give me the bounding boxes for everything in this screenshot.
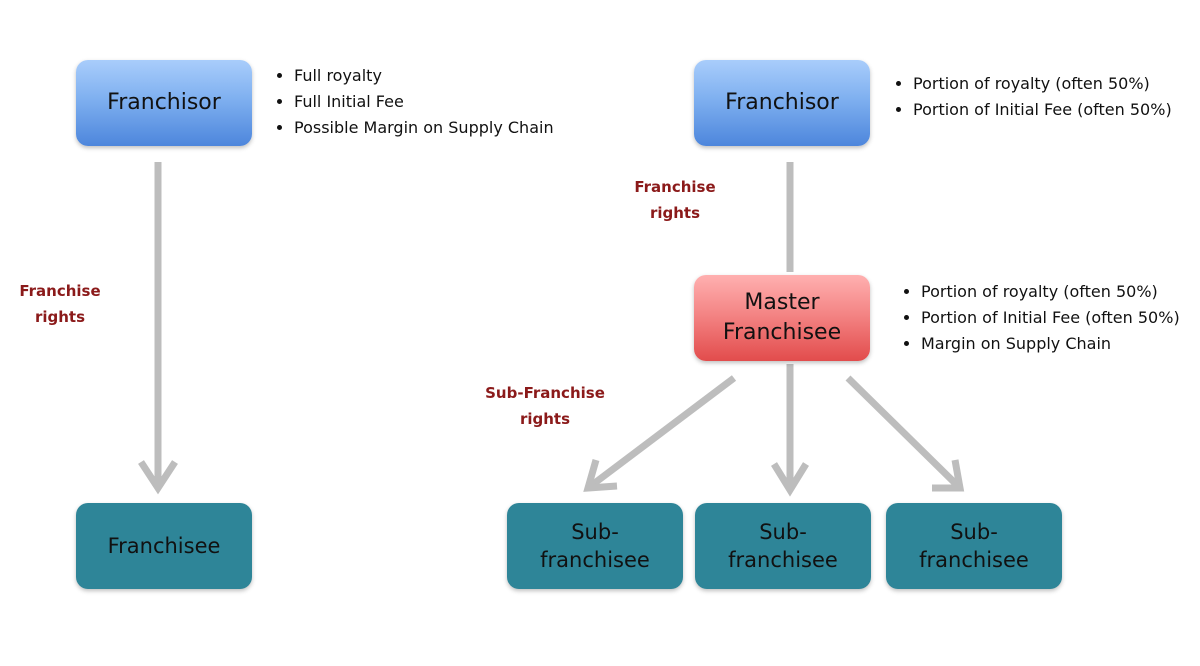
right-franchisor-bullets: Portion of royalty (often 50%) Portion o… bbox=[891, 71, 1172, 123]
left-franchisee-label: Franchisee bbox=[107, 533, 221, 558]
sub-franchisee-box-2: Sub- franchisee bbox=[695, 503, 871, 589]
bullet-item: Portion of royalty (often 50%) bbox=[913, 71, 1172, 97]
left-franchisor-box: Franchisor bbox=[76, 60, 252, 146]
right-franchisor-label: Franchisor bbox=[725, 90, 839, 116]
left-franchisor-bullets: Full royalty Full Initial Fee Possible M… bbox=[272, 63, 554, 141]
sub-franchisee-label: Sub- franchisee bbox=[540, 519, 650, 572]
bullet-item: Portion of Initial Fee (often 50%) bbox=[921, 305, 1180, 331]
bullet-item: Margin on Supply Chain bbox=[921, 331, 1180, 357]
left-franchisee-box: Franchisee bbox=[76, 503, 252, 589]
bullet-item: Possible Margin on Supply Chain bbox=[294, 115, 554, 141]
bullet-item: Full Initial Fee bbox=[294, 89, 554, 115]
left-franchisor-label: Franchisor bbox=[107, 90, 221, 116]
bullet-item: Full royalty bbox=[294, 63, 554, 89]
sub-franchisee-label: Sub- franchisee bbox=[728, 519, 838, 572]
sub-franchisee-box-3: Sub- franchisee bbox=[886, 503, 1062, 589]
right-franchisor-box: Franchisor bbox=[694, 60, 870, 146]
sub-arrow-center bbox=[771, 364, 809, 497]
bullet-item: Portion of Initial Fee (often 50%) bbox=[913, 97, 1172, 123]
left-franchise-arrow bbox=[138, 162, 178, 495]
master-franchisee-label: Master Franchisee bbox=[722, 290, 842, 345]
sub-franchisee-label: Sub- franchisee bbox=[919, 519, 1029, 572]
left-franchise-rights-label: Franchise rights bbox=[19, 282, 101, 326]
sub-arrow-right bbox=[845, 375, 965, 492]
sub-arrow-left bbox=[583, 375, 737, 492]
bullet-item: Portion of royalty (often 50%) bbox=[921, 279, 1180, 305]
master-franchisee-box: Master Franchisee bbox=[694, 275, 870, 361]
right-franchise-rights-label: Franchise rights bbox=[634, 178, 716, 222]
sub-franchisee-box-1: Sub- franchisee bbox=[507, 503, 683, 589]
master-franchisee-bullets: Portion of royalty (often 50%) Portion o… bbox=[899, 279, 1180, 357]
sub-franchise-rights-label: Sub-Franchise rights bbox=[485, 384, 605, 428]
